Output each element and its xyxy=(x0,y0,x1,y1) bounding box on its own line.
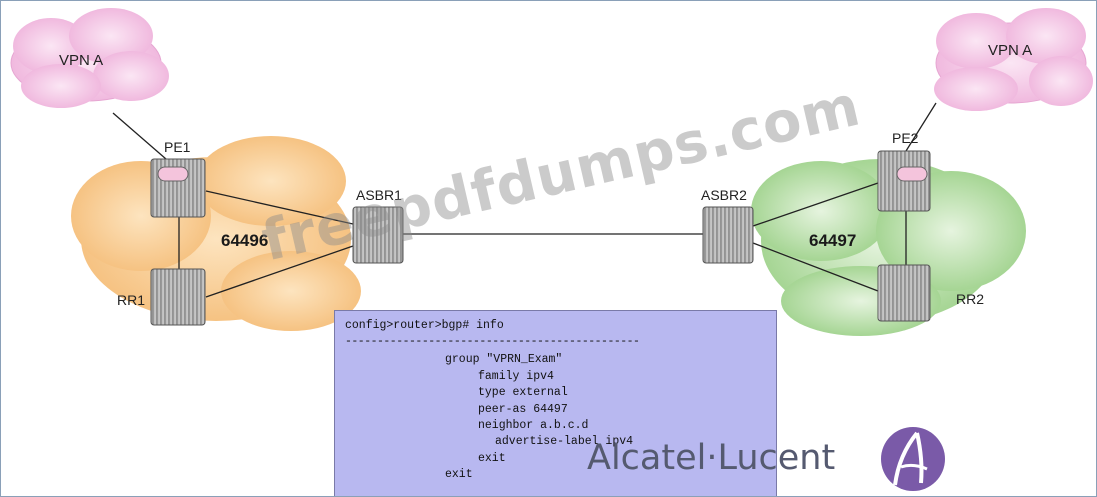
pe2-label: PE2 xyxy=(892,130,919,146)
config-line: family ipv4 xyxy=(478,370,554,383)
alcatel-lucent-logo-icon xyxy=(881,427,945,491)
bgp-config-panel: config>router>bgp# info ----------------… xyxy=(334,310,777,496)
link-vpn-right-pe2 xyxy=(905,102,937,152)
rr2-label: RR2 xyxy=(956,291,985,307)
asbr1-label: ASBR1 xyxy=(356,187,402,203)
link-vpn-left-pe1 xyxy=(112,112,167,160)
config-line: exit xyxy=(478,452,506,465)
link-asbr2-rr2 xyxy=(752,242,879,292)
router-asbr1 xyxy=(352,206,404,264)
config-line: neighbor a.b.c.d xyxy=(478,419,589,432)
config-line: advertise-label ipv4 xyxy=(495,435,634,448)
as-64496-label: 64496 xyxy=(221,231,269,250)
brand-name: Alcatel·Lucent xyxy=(587,438,836,478)
as-64497-label: 64497 xyxy=(809,231,857,250)
router-pe2 xyxy=(877,150,931,212)
vpn-a-cloud-left xyxy=(10,8,169,108)
links xyxy=(112,102,937,298)
rr1-label: RR1 xyxy=(117,292,146,308)
asbr2-label: ASBR2 xyxy=(701,187,747,203)
router-pe1 xyxy=(150,158,206,218)
vpn-a-cloud-right xyxy=(934,8,1093,111)
config-line: group "VPRN_Exam" xyxy=(445,353,563,366)
config-line: type external xyxy=(478,386,568,399)
link-rr1-asbr1 xyxy=(205,245,354,298)
config-prompt: config>router>bgp# info xyxy=(345,319,504,332)
config-line: exit xyxy=(445,468,473,481)
pe1-label: PE1 xyxy=(164,139,191,155)
router-rr1 xyxy=(150,268,206,326)
router-rr2 xyxy=(877,264,931,322)
router-asbr2 xyxy=(702,206,754,264)
config-separator: ----------------------------------------… xyxy=(345,335,640,348)
vpn-a-left-label: VPN A xyxy=(59,52,104,69)
config-line: peer-as 64497 xyxy=(478,403,568,416)
link-pe1-asbr1 xyxy=(205,190,354,225)
as-64496-cloud xyxy=(71,136,361,331)
link-asbr2-pe2 xyxy=(752,182,879,227)
vpn-a-right-label: VPN A xyxy=(988,42,1033,59)
